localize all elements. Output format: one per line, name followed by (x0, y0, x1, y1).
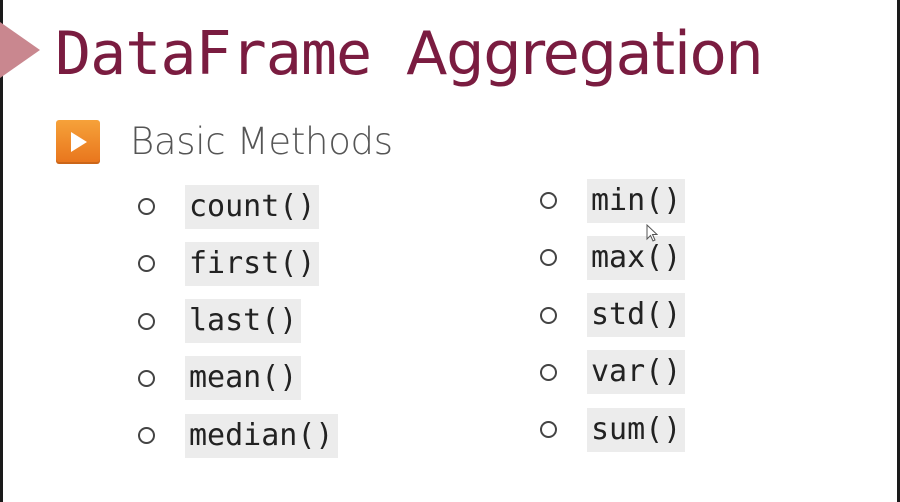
method-code: mean() (185, 356, 302, 401)
method-code: last() (185, 299, 302, 344)
method-item: first() (138, 235, 338, 292)
method-code: median() (185, 413, 338, 458)
method-list-right: min() max() std() var() sum() (540, 172, 686, 458)
circle-bullet-icon (540, 249, 557, 267)
method-item: mean() (138, 350, 338, 407)
method-item: count() (138, 178, 338, 235)
circle-bullet-icon (138, 198, 155, 216)
method-code: max() (587, 235, 686, 280)
method-item: median() (138, 407, 338, 464)
method-item: last() (138, 293, 338, 350)
circle-bullet-icon (540, 192, 557, 210)
method-code: count() (185, 184, 320, 229)
method-item: min() (540, 172, 686, 229)
method-code: var() (587, 350, 686, 395)
method-item: std() (540, 287, 686, 344)
method-code: min() (587, 178, 686, 223)
method-item: max() (540, 229, 686, 286)
method-list-left: count() first() last() mean() median() (138, 178, 338, 464)
circle-bullet-icon (138, 369, 155, 387)
window-edge-right (897, 0, 900, 502)
method-item: var() (540, 344, 686, 401)
section-heading: Basic Methods (130, 120, 393, 163)
circle-bullet-icon (138, 255, 155, 273)
slide-title: DataFrame Aggregation (55, 14, 764, 94)
window-edge-left (0, 0, 3, 502)
method-code: std() (587, 293, 686, 338)
method-item: sum() (540, 401, 686, 458)
slide-title-mono: DataFrame (55, 19, 407, 89)
mouse-cursor-icon (646, 224, 658, 242)
circle-bullet-icon (540, 306, 557, 324)
circle-bullet-icon (540, 421, 557, 439)
circle-bullet-icon (138, 427, 155, 445)
circle-bullet-icon (138, 312, 155, 330)
triangle-right-icon (0, 22, 40, 78)
slide-title-sans: Aggregation (406, 19, 763, 89)
play-icon (56, 120, 100, 164)
method-code: sum() (587, 407, 686, 452)
method-code: first() (185, 241, 320, 286)
circle-bullet-icon (540, 363, 557, 381)
